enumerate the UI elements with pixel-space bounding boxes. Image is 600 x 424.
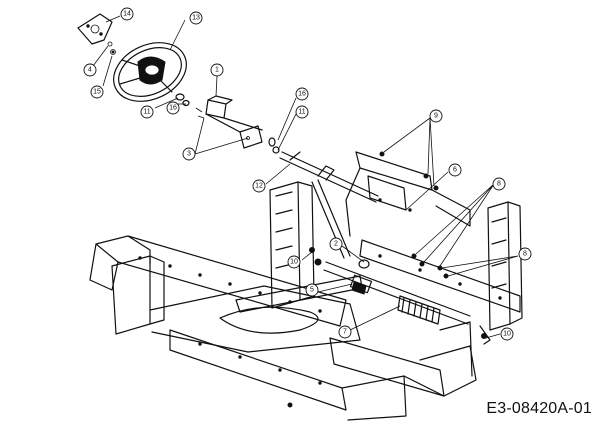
steering-wheel xyxy=(113,42,187,102)
screw-parts xyxy=(107,41,116,55)
callout-4: 4 xyxy=(83,63,97,77)
svg-text:4: 4 xyxy=(88,67,92,74)
svg-text:13: 13 xyxy=(192,15,200,22)
callout-6: 6 xyxy=(448,163,462,177)
svg-text:15: 15 xyxy=(93,89,101,96)
svg-text:10: 10 xyxy=(503,331,511,338)
rail-holes xyxy=(138,198,502,408)
svg-text:9: 9 xyxy=(434,113,438,120)
svg-text:14: 14 xyxy=(123,11,131,18)
svg-text:16: 16 xyxy=(298,91,306,98)
svg-text:11: 11 xyxy=(143,109,150,116)
callout-16-shaft: 16 xyxy=(295,87,309,101)
svg-text:2: 2 xyxy=(334,241,338,248)
svg-text:12: 12 xyxy=(255,183,263,190)
callout-10-right: 10 xyxy=(500,327,514,341)
steering-cap xyxy=(77,13,113,45)
svg-text:5: 5 xyxy=(310,287,314,294)
svg-text:7: 7 xyxy=(343,329,347,336)
callout-14: 14 xyxy=(120,7,134,21)
svg-text:6: 6 xyxy=(453,167,457,174)
callout-8-upper: 8 xyxy=(492,177,506,191)
svg-text:3: 3 xyxy=(187,151,191,158)
callout-10-left: 10 xyxy=(287,255,301,269)
callout-7: 7 xyxy=(338,325,352,339)
shaft-bushings xyxy=(268,137,280,154)
callout-1: 1 xyxy=(210,63,224,77)
svg-text:1: 1 xyxy=(215,67,219,74)
callout-12: 12 xyxy=(252,179,266,193)
chassis-base xyxy=(89,235,521,421)
steering-rack xyxy=(314,258,491,345)
callout-2: 2 xyxy=(329,237,343,251)
callout-16-upper: 16 xyxy=(166,101,180,115)
callout-8-lower: 8 xyxy=(518,247,532,261)
svg-text:8: 8 xyxy=(497,181,501,188)
steering-column xyxy=(205,95,263,149)
callout-9-upper: 9 xyxy=(429,109,443,123)
callout-5: 5 xyxy=(305,283,319,297)
callout-15: 15 xyxy=(90,85,104,99)
callout-13: 13 xyxy=(189,11,203,25)
leader-lines xyxy=(92,15,519,339)
svg-text:16: 16 xyxy=(169,105,177,112)
dash-frame xyxy=(269,151,523,331)
callout-11-shaft: 11 xyxy=(295,105,309,119)
svg-text:11: 11 xyxy=(298,109,305,116)
svg-text:8: 8 xyxy=(523,251,527,258)
callout-3: 3 xyxy=(182,147,196,161)
diagram-reference-code: E3-08420A-01 xyxy=(486,400,592,417)
svg-text:10: 10 xyxy=(290,259,298,266)
column-bushings xyxy=(175,93,205,119)
callout-11-upper: 11 xyxy=(140,105,154,119)
steering-shaft xyxy=(279,151,379,259)
